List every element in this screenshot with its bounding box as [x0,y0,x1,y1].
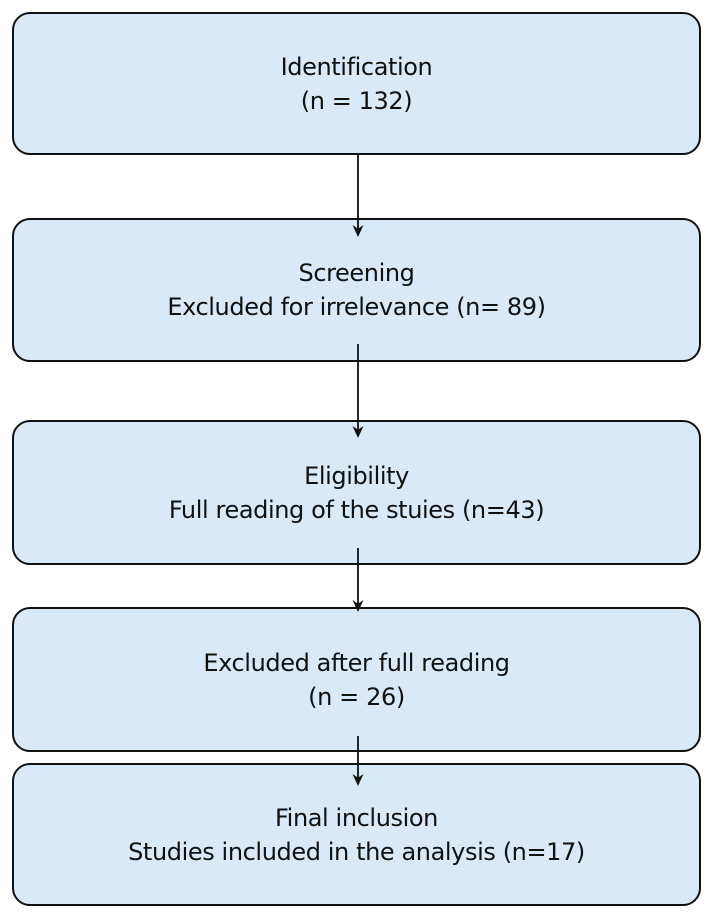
flow-box-screening: Screening Excluded for irrelevance (n= 8… [12,218,701,362]
box-detail: Full reading of the stuies (n=43) [168,495,545,524]
box-count: (n = 26) [308,682,405,711]
box-title: Screening [298,259,415,287]
flow-box-identification: Identification (n = 132) [12,12,701,155]
box-detail: Excluded for irrelevance (n= 89) [167,293,546,321]
flow-box-excluded-after-full-reading: Excluded after full reading (n = 26) [12,607,701,752]
box-count: (n = 132) [300,86,413,115]
box-title: Final inclusion [275,803,438,832]
flow-box-eligibility: Eligibility Full reading of the stuies (… [12,420,701,565]
box-title: Identification [280,52,433,81]
flow-box-final-inclusion: Final inclusion Studies included in the … [12,763,701,906]
box-title: Eligibility [304,461,409,490]
box-title: Excluded after full reading [203,648,510,677]
box-detail: Studies included in the analysis (n=17) [128,837,585,866]
